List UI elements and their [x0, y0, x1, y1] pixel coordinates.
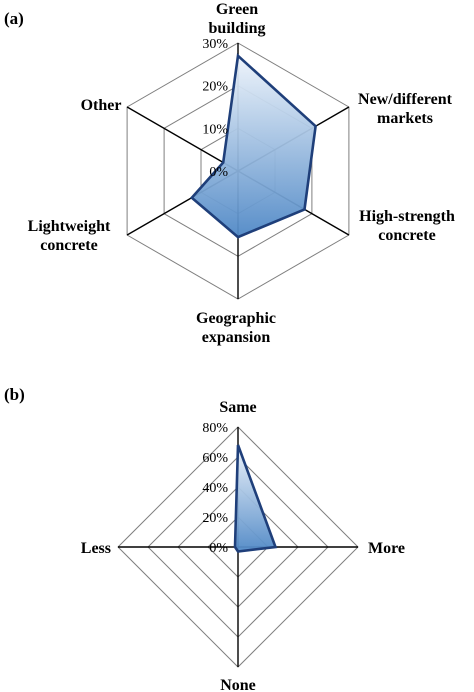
tick-label: 40% — [202, 481, 228, 496]
axis-label: None — [220, 677, 256, 692]
tick-label: 20% — [202, 80, 228, 95]
tick-label: 20% — [202, 511, 228, 526]
tick-label: 0% — [209, 541, 228, 556]
axis-label: Other — [81, 97, 122, 114]
axis-label: Same — [219, 399, 256, 416]
axis-label: Less — [81, 540, 111, 557]
tick-label: 80% — [202, 421, 228, 436]
axis-label-line: Green — [216, 1, 258, 18]
axis-label-line: concrete — [378, 227, 435, 244]
axis-label-line: High-strength — [359, 208, 455, 225]
axis-label-line: markets — [377, 110, 433, 127]
axis-label-line: Lightweight — [28, 218, 111, 235]
axis-label-line: Other — [81, 97, 122, 114]
panel-label: (b) — [4, 385, 25, 404]
axis-spoke — [126, 106, 239, 172]
axis-label: New/different markets — [358, 91, 453, 127]
data-area — [233, 444, 278, 553]
radar-chart-a: (a) 0% 10% 20% 30% Green buildingNew/different… — [4, 1, 455, 346]
axis-label-line: concrete — [40, 237, 97, 254]
axis-label-line: Same — [219, 399, 256, 416]
axis-label-line: More — [368, 540, 405, 557]
panel-label: (a) — [4, 9, 24, 28]
axis-label: Geographic expansion — [196, 310, 276, 346]
tick-label: 30% — [202, 37, 228, 52]
axis-label-line: expansion — [202, 329, 271, 346]
axis-label: Green building — [209, 1, 266, 37]
axis-label: High-strength concrete — [359, 208, 455, 244]
tick-label: 0% — [209, 165, 228, 180]
axis-label: Lightweight concrete — [28, 218, 111, 254]
axis-label-line: Less — [81, 540, 111, 557]
tick-label: 10% — [202, 122, 228, 137]
axis-label-line: building — [209, 20, 266, 37]
axis-label-line: New/different — [358, 91, 453, 108]
axis-label: More — [368, 540, 405, 557]
axis-label-line: Geographic — [196, 310, 276, 327]
tick-label: 60% — [202, 451, 228, 466]
axis-label-line: None — [220, 677, 256, 692]
